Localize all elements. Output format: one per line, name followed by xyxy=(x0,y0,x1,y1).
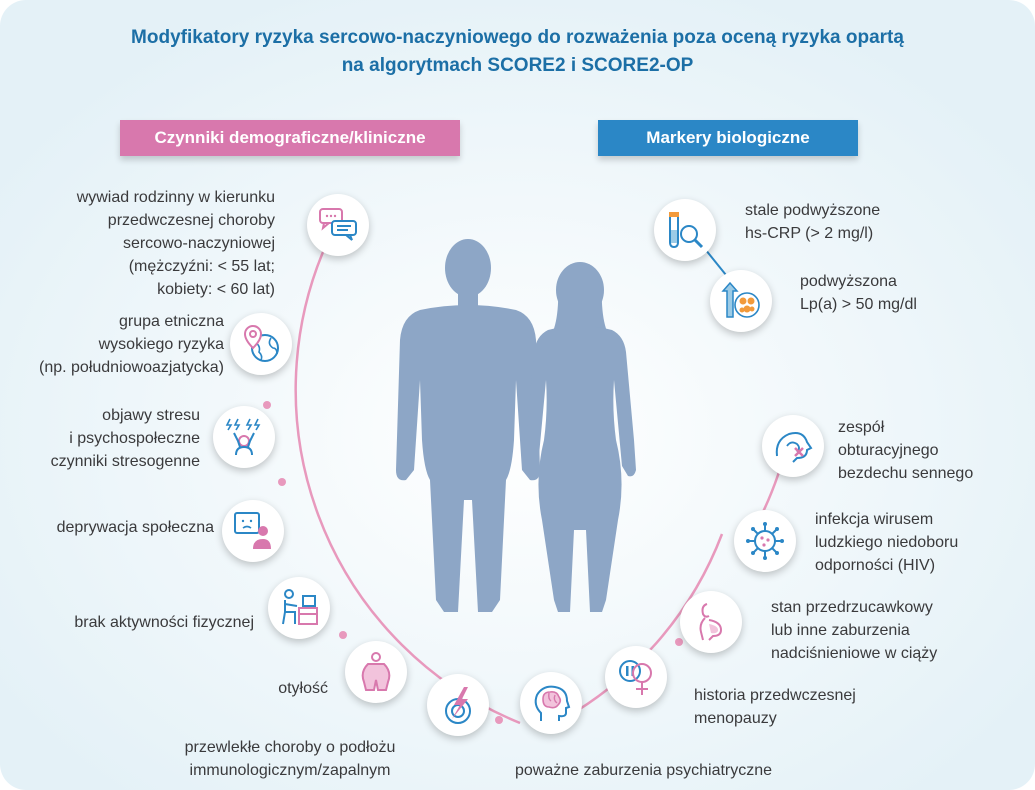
factor-label-physical-inactivity: brak aktywności fizycznej xyxy=(74,614,254,631)
sad-person-screen-icon xyxy=(234,512,271,549)
factor-label-family-history: wywiad rodzinny w kierunku przedwczesnej… xyxy=(76,189,275,298)
female-silhouette xyxy=(524,262,636,612)
ethnicity-badge xyxy=(230,313,292,375)
premature-menopause-badge xyxy=(605,646,667,708)
ring-dot xyxy=(339,631,347,639)
ring-dot xyxy=(675,638,683,646)
sleep-apnea-badge xyxy=(762,415,824,477)
factor-label-ethnicity: grupa etniczna wysokiego ryzyka (np. poł… xyxy=(39,313,224,376)
sleep-apnea-icon xyxy=(775,432,813,463)
brain-head-icon xyxy=(534,685,571,721)
left-category-badge: Czynniki demograficzne/kliniczne xyxy=(120,120,460,156)
page-title: Modyfikatory ryzyka sercowo-naczyniowego… xyxy=(40,24,995,80)
ring-dot xyxy=(278,478,286,486)
factor-label-obesity: otyłość xyxy=(278,680,328,697)
hiv-badge xyxy=(734,510,796,572)
test-tube-magnifier-icon xyxy=(669,212,704,249)
hs-crp-badge xyxy=(654,199,716,261)
factor-label-hs-crp: stale podwyższone hs-CRP (> 2 mg/l) xyxy=(745,202,881,242)
obesity-badge xyxy=(345,641,407,703)
ring-arc-right xyxy=(555,533,724,725)
pregnant-woman-icon xyxy=(699,603,723,641)
family-history-badge xyxy=(307,194,369,256)
ring-dot xyxy=(495,716,503,724)
title-line-1: Modyfikatory ryzyka sercowo-naczyniowego… xyxy=(131,27,904,48)
male-silhouette xyxy=(396,239,540,612)
lightning-target-icon xyxy=(445,687,471,724)
ring-dot xyxy=(263,401,271,409)
factor-label-chronic-inflammatory: przewlekłe choroby o podłożu immunologic… xyxy=(184,739,396,779)
physical-inactivity-badge xyxy=(268,577,330,639)
globe-pin-icon xyxy=(243,324,279,362)
chronic-inflammatory-badge xyxy=(427,674,489,736)
right-category-badge: Markery biologiczne xyxy=(598,120,858,156)
person-at-desk-icon xyxy=(282,589,318,625)
factor-label-lpa: podwyższona Lp(a) > 50 mg/dl xyxy=(800,273,917,313)
factor-label-hiv: infekcja wirusem ludzkiego niedoboru odp… xyxy=(815,511,959,574)
lipoprotein-arrow-icon xyxy=(721,281,760,318)
title-line-2: na algorytmach SCORE2 i SCORE2-OP xyxy=(341,55,694,76)
factor-label-psychiatric: poważne zaburzenia psychiatryczne xyxy=(515,762,773,779)
social-deprivation-badge xyxy=(222,500,284,562)
factor-label-stress: objawy stresu i psychospołeczne czynniki… xyxy=(50,407,200,470)
speech-bubbles-icon xyxy=(319,208,357,241)
factor-label-sleep-apnea: zespół obturacyjnego bezdechu sennego xyxy=(838,419,974,482)
factor-label-social-deprivation: deprywacja społeczna xyxy=(56,519,214,536)
psychiatric-badge xyxy=(520,672,582,734)
obese-body-icon xyxy=(361,652,391,691)
stress-badge xyxy=(213,406,275,468)
factor-label-preeclampsia: stan przedrzucawkowy lub inne zaburzenia… xyxy=(771,599,938,662)
stressed-person-icon xyxy=(225,418,261,456)
lpa-badge xyxy=(710,270,772,332)
factor-label-premature-menopause: historia przedwczesnej menopauzy xyxy=(694,687,856,727)
virus-icon xyxy=(746,522,784,560)
preeclampsia-badge xyxy=(680,591,742,653)
female-symbol-pause-icon xyxy=(619,660,652,695)
